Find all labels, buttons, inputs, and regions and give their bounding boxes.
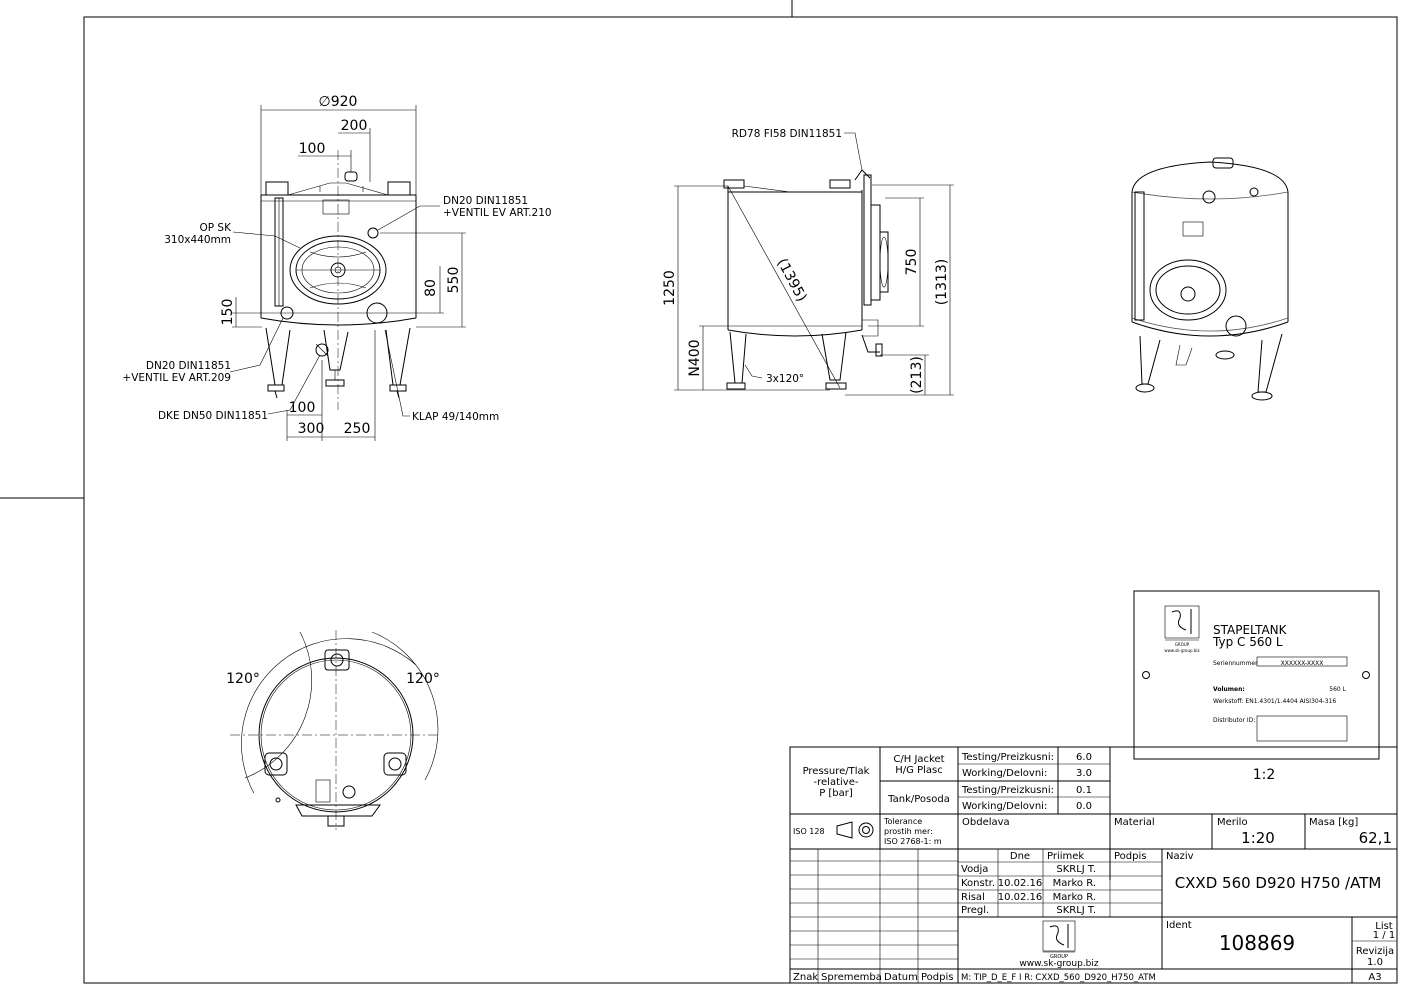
- tb-row-3-value: 0.1: [1076, 785, 1092, 796]
- tb-naziv-value: CXXD 560 D920 H750 /ATM: [1175, 874, 1382, 892]
- tb-naziv-label: Naziv: [1166, 851, 1194, 862]
- dim-diameter-920: ∅920: [319, 94, 358, 110]
- tb-staff-3-name: Marko R.: [1053, 892, 1096, 903]
- side-view: [674, 132, 954, 396]
- dim-1250: 1250: [662, 270, 678, 306]
- tb-obdelava: Obdelava: [962, 817, 1010, 828]
- angle-right: 120°: [406, 671, 440, 687]
- nameplate-serial-label: Seriennummer: [1213, 660, 1258, 667]
- tb-logo-text: GROUP: [1050, 954, 1068, 960]
- angle-left: 120°: [226, 671, 260, 687]
- tb-staff-4-name: SKRLJ T.: [1056, 905, 1096, 916]
- tb-merilo-label: Merilo: [1217, 817, 1248, 828]
- label-dn20-bottom-valve: +VENTIL EV ART.209: [122, 372, 231, 384]
- label-dke: DKE DN50 DIN11851: [158, 410, 268, 422]
- dim-legs: 3x120°: [766, 373, 804, 385]
- tb-revizija-label: Revizija: [1356, 946, 1394, 957]
- tb-podpis: Podpis: [921, 972, 953, 983]
- dim-150: 150: [220, 299, 236, 326]
- tb-row-2-label: Working/Delovni:: [962, 768, 1047, 779]
- nameplate-scale: 1:2: [1253, 767, 1276, 783]
- tb-datum: Datum: [884, 972, 918, 983]
- dim-80: 80: [423, 279, 439, 297]
- tb-list-label: List: [1375, 921, 1393, 932]
- tb-staff-3-role: Risal: [961, 892, 985, 903]
- tb-col-dne: Dne: [1010, 851, 1030, 862]
- tb-row-2-value: 3.0: [1076, 768, 1092, 779]
- tb-row-1-label: Testing/Preizkusni:: [961, 752, 1054, 763]
- tb-iso-2768: ISO 2768-1: m: [884, 837, 942, 846]
- tb-staff-3-date: 10.02.16: [998, 892, 1043, 903]
- dim-250: 250: [344, 421, 371, 437]
- tb-format: A3: [1368, 972, 1381, 983]
- tb-web: www.sk-group.biz: [1019, 959, 1098, 969]
- tb-list-value: 1 / 1: [1373, 930, 1395, 941]
- tb-iso: ISO 128: [793, 827, 825, 836]
- tb-masa-label: Masa [kg]: [1309, 817, 1358, 828]
- label-dn20-bottom: DN20 DIN11851: [146, 360, 231, 372]
- dim-n400: N400: [687, 339, 703, 376]
- tb-pressure: Pressure/Tlak: [803, 766, 870, 777]
- nameplate-volume-label: Volumen:: [1213, 686, 1245, 693]
- dim-200: 200: [341, 118, 368, 134]
- sheet-frame: [0, 0, 1398, 984]
- tb-jacket: C/H Jacket: [893, 754, 944, 765]
- tb-revizija-value: 1.0: [1367, 957, 1383, 968]
- tb-row-4-label: Working/Delovni:: [962, 801, 1047, 812]
- label-rd78: RD78 FI58 DIN11851: [732, 128, 842, 140]
- tb-prostih: prostih mer:: [884, 827, 933, 836]
- tb-tolerance: Tolerance: [883, 817, 922, 826]
- label-op-sk: OP SK: [200, 222, 233, 234]
- nameplate-serial-value: XXXXXX-XXXX: [1281, 660, 1324, 667]
- front-view: [229, 105, 466, 441]
- dim-213: (213): [909, 356, 925, 394]
- tb-staff-2-date: 10.02.16: [998, 878, 1043, 889]
- tb-ident-label: Ident: [1166, 920, 1192, 931]
- label-op-sk-size: 310x440mm: [164, 234, 231, 246]
- isometric-view: [1131, 157, 1289, 401]
- tb-staff-2-name: Marko R.: [1053, 878, 1096, 889]
- tb-staff-4-role: Pregl.: [961, 905, 989, 916]
- nameplate-distributor: Distributor ID:: [1213, 717, 1255, 724]
- dim-300: 300: [298, 421, 325, 437]
- dim-550: 550: [446, 267, 462, 294]
- nameplate-logo-url: www.sk-group.biz: [1164, 648, 1199, 653]
- nameplate-logo-text: GROUP: [1175, 642, 1190, 647]
- tb-row-1-value: 6.0: [1076, 752, 1092, 763]
- tb-row-4-value: 0.0: [1076, 801, 1092, 812]
- tb-merilo-value: 1:20: [1241, 829, 1275, 847]
- label-klap: KLAP 49/140mm: [412, 411, 499, 423]
- label-dn20-top: DN20 DIN11851: [443, 195, 528, 207]
- tb-masa-value: 62,1: [1359, 829, 1392, 847]
- dim-100-top: 100: [299, 141, 326, 157]
- tb-col-priimek: Priimek: [1047, 851, 1084, 862]
- tb-staff-1-role: Vodja: [961, 864, 988, 875]
- tb-plasc: H/G Plasc: [895, 765, 942, 776]
- tb-tank: Tank/Posoda: [887, 794, 950, 805]
- top-view: [230, 630, 440, 830]
- tb-staff-1-name: SKRLJ T.: [1056, 864, 1096, 875]
- tb-p-bar: P [bar]: [819, 788, 853, 799]
- nameplate-material: Werkstoff: EN1.4301/1.4404 AISI304-316: [1213, 698, 1336, 705]
- label-dn20-top-valve: +VENTIL EV ART.210: [443, 207, 552, 219]
- nameplate-type: Typ C 560 L: [1212, 635, 1283, 649]
- nameplate: [1133, 590, 1380, 760]
- dim-750: 750: [904, 249, 920, 276]
- tb-znak: Znak: [793, 972, 818, 983]
- nameplate-title: STAPELTANK: [1213, 623, 1288, 637]
- dim-1395: (1395): [774, 256, 810, 305]
- dim-100-bottom: 100: [289, 400, 316, 416]
- tb-sprememba: Sprememba: [821, 972, 882, 983]
- tb-row-3-label: Testing/Preizkusni:: [961, 785, 1054, 796]
- tb-material: Material: [1114, 817, 1155, 828]
- tb-ident-value: 108869: [1219, 931, 1295, 955]
- tb-relative: -relative-: [814, 777, 859, 788]
- tb-staff-2-role: Konstr.: [961, 878, 995, 889]
- nameplate-volume-value: 560 L: [1329, 686, 1346, 693]
- dim-1313: (1313): [934, 259, 950, 306]
- tb-file: M: TIP_D_E_F I R: CXXD_560_D920_H750_ATM: [961, 973, 1156, 983]
- title-block-grid: [789, 746, 1398, 984]
- tb-col-podpis: Podpis: [1114, 851, 1146, 862]
